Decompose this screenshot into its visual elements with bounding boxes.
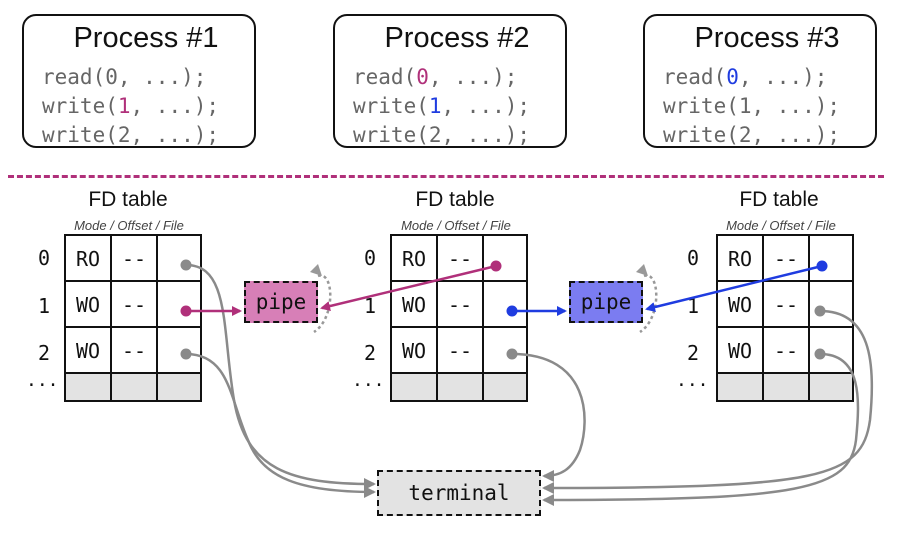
pipe-1: pipe <box>244 281 318 323</box>
mode-cell: RO <box>392 236 438 282</box>
p1-stderr-to-terminal <box>185 352 376 498</box>
offset-cell: -- <box>112 282 158 328</box>
row-index: 1 <box>686 294 700 318</box>
file-pointer-cell <box>158 282 200 328</box>
code-line-read: read(0, ...); <box>42 65 207 89</box>
fd-table-columns: Mode / Offset / File <box>726 218 836 233</box>
file-pointer-cell <box>810 236 852 282</box>
more-rows-ellipsis: ... <box>676 370 709 391</box>
row-index: 2 <box>363 341 377 365</box>
pipe-2: pipe <box>569 281 643 323</box>
offset-cell: -- <box>112 236 158 282</box>
fd-table-columns: Mode / Offset / File <box>74 218 184 233</box>
code-line-write-stderr: write(2, ...); <box>353 123 531 147</box>
fd-table-label: FD table <box>739 188 819 211</box>
row-index: 2 <box>37 341 51 365</box>
row-index: 0 <box>37 246 51 270</box>
process-title: Process #2 <box>384 22 530 54</box>
fd-table-2: RO -- WO -- WO -- <box>390 234 528 402</box>
empty-cell <box>764 374 810 400</box>
offset-cell: -- <box>764 236 810 282</box>
mode-cell: WO <box>66 282 112 328</box>
file-pointer-cell <box>484 282 526 328</box>
file-pointer-cell <box>810 328 852 374</box>
offset-cell: -- <box>438 236 484 282</box>
row-index: 0 <box>363 246 377 270</box>
mode-cell: WO <box>718 282 764 328</box>
file-pointer-cell <box>810 282 852 328</box>
empty-cell <box>718 374 764 400</box>
file-pointer-cell <box>484 328 526 374</box>
terminal: terminal <box>377 470 541 516</box>
file-pointer-cell <box>158 236 200 282</box>
code-line-write-stderr: write(2, ...); <box>663 123 841 147</box>
empty-cell <box>392 374 438 400</box>
code-line-read: read(0, ...); <box>353 65 518 89</box>
mode-cell: RO <box>66 236 112 282</box>
fd-table-columns: Mode / Offset / File <box>401 218 511 233</box>
fd-table-3: RO -- WO -- WO -- <box>716 234 854 402</box>
file-pointer-cell <box>484 236 526 282</box>
divider <box>8 175 884 178</box>
code-line-write-stdout: write(1, ...); <box>42 94 220 118</box>
row-index: 0 <box>686 246 700 270</box>
offset-cell: -- <box>438 328 484 374</box>
empty-cell <box>484 374 526 400</box>
fd-table-label: FD table <box>415 188 495 211</box>
row-index: 1 <box>363 294 377 318</box>
empty-cell <box>158 374 200 400</box>
offset-cell: -- <box>764 282 810 328</box>
more-rows-ellipsis: ... <box>352 370 385 391</box>
mode-cell: RO <box>718 236 764 282</box>
fd-table-label: FD table <box>88 188 168 211</box>
process-title: Process #1 <box>73 22 219 54</box>
code-line-read: read(0, ...); <box>663 65 828 89</box>
fd-table-1: RO -- WO -- WO -- <box>64 234 202 402</box>
offset-cell: -- <box>438 282 484 328</box>
process-box-3: Process #3 read(0, ...); write(1, ...); … <box>643 14 877 148</box>
empty-cell <box>810 374 852 400</box>
mode-cell: WO <box>392 328 438 374</box>
process-box-1: Process #1 read(0, ...); write(1, ...); … <box>22 14 256 148</box>
row-index: 2 <box>686 341 700 365</box>
more-rows-ellipsis: ... <box>26 370 59 391</box>
mode-cell: WO <box>718 328 764 374</box>
code-line-write-stdout: write(1, ...); <box>663 94 841 118</box>
code-line-write-stderr: write(2, ...); <box>42 123 220 147</box>
process-box-2: Process #2 read(0, ...); write(1, ...); … <box>333 14 567 148</box>
empty-cell <box>438 374 484 400</box>
offset-cell: -- <box>112 328 158 374</box>
offset-cell: -- <box>764 328 810 374</box>
empty-cell <box>66 374 112 400</box>
file-pointer-cell <box>158 328 200 374</box>
code-line-write-stdout: write(1, ...); <box>353 94 531 118</box>
row-index: 1 <box>37 294 51 318</box>
mode-cell: WO <box>392 282 438 328</box>
empty-cell <box>112 374 158 400</box>
mode-cell: WO <box>66 328 112 374</box>
process-title: Process #3 <box>694 22 840 54</box>
